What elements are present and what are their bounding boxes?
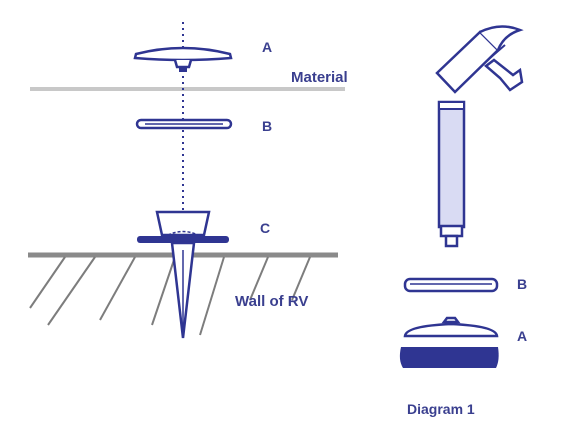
label-b-top: B [262,118,272,134]
label-b-right: B [517,276,527,292]
snap-cap-a-right [403,316,499,338]
snap-cap-a-top [133,46,233,72]
label-wall-of-rv: Wall of RV [235,293,308,310]
screw-stud-c [137,210,229,339]
setting-tool-handle [437,100,466,248]
diagram-caption: Diagram 1 [407,401,475,417]
anvil-block [399,347,499,368]
label-c: C [260,220,270,236]
socket-b-top [135,118,233,130]
label-a-right: A [517,328,527,344]
label-material: Material [291,69,348,86]
setting-tool-head [435,25,524,94]
socket-b-right [403,277,499,293]
label-a-top: A [262,39,272,55]
